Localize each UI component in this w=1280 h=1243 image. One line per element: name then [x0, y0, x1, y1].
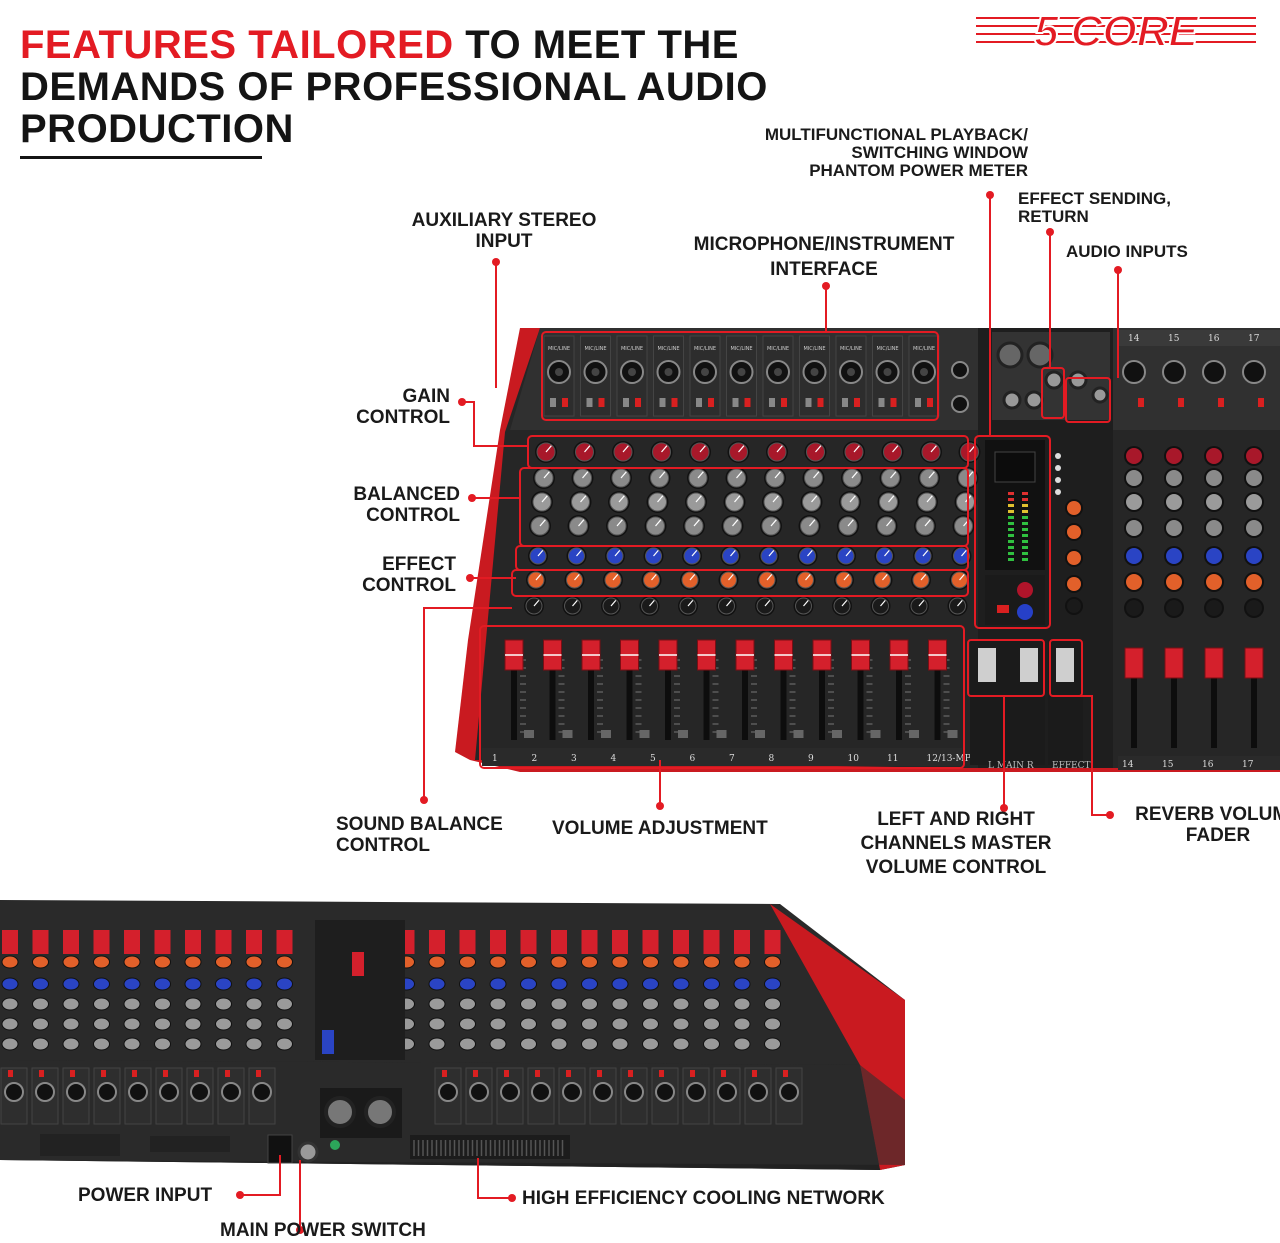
callout-lines — [240, 195, 1119, 1230]
label-effect-send: EFFECT SENDING,RETURN — [1018, 189, 1172, 226]
rear-channel-strips — [1, 920, 781, 1060]
right-channel-numbers: 14 14 15 15 16 16 17 17 — [1118, 334, 1280, 770]
effect-knobs — [1055, 453, 1083, 615]
svg-text:1: 1 — [492, 754, 498, 764]
led-meter — [1008, 492, 1028, 561]
svg-text:12/13-MP3: 12/13-MP3 — [927, 754, 977, 764]
logo-text: 5 CORE — [1034, 8, 1199, 54]
label-playback: MULTIFUNCTIONAL PLAYBACK/SWITCHING WINDO… — [764, 125, 1028, 180]
mixer-top-view: MIC/LINE MIC/LINE MIC/LINE MIC/LINE MIC/LINE… — [455, 328, 1280, 772]
svg-text:17: 17 — [1242, 760, 1254, 770]
label-cooling-network: HIGH EFFICIENCY COOLING NETWORK — [522, 1188, 885, 1209]
svg-text:17: 17 — [1248, 334, 1260, 344]
svg-text:9: 9 — [808, 754, 814, 764]
svg-text:MIC/LINE: MIC/LINE — [621, 346, 643, 352]
svg-text:MIC/LINE: MIC/LINE — [803, 346, 825, 352]
brand-logo: 5 CORE — [976, 8, 1256, 54]
svg-text:8: 8 — [769, 754, 775, 764]
svg-text:MIC/LINE: MIC/LINE — [913, 346, 935, 352]
svg-text:3: 3 — [571, 754, 577, 764]
svg-text:MIC/LINE: MIC/LINE — [548, 346, 570, 352]
title-accent: FEATURES TAILORED — [20, 23, 454, 67]
svg-text:MIC/LINE: MIC/LINE — [694, 346, 716, 352]
label-audio-inputs: AUDIO INPUTS — [1066, 242, 1188, 261]
knob-rows — [524, 441, 981, 616]
right-channel-strips — [1122, 360, 1266, 748]
mixer-rear-view — [0, 900, 905, 1170]
label-volume-adjustment: VOLUME ADJUSTMENT — [552, 818, 768, 839]
svg-text:MIC/LINE: MIC/LINE — [584, 346, 606, 352]
label-main-power-switch: MAIN POWER SWITCH — [220, 1220, 426, 1241]
svg-text:14: 14 — [1128, 334, 1140, 344]
title-underline — [20, 156, 262, 159]
label-power-input: POWER INPUT — [78, 1185, 213, 1206]
svg-text:15: 15 — [1168, 334, 1180, 344]
label-reverb-fader: REVERB VOLUMEFADER — [1135, 804, 1280, 846]
effect-fader-label: EFFECT — [1052, 761, 1091, 771]
svg-text:2: 2 — [532, 754, 538, 764]
rear-input-jacks — [0, 1067, 803, 1125]
title-rest: TO MEET THE DEMANDS OF PROFESSIONAL AUDI… — [20, 23, 768, 151]
input-jacks-row: MIC/LINE MIC/LINE MIC/LINE MIC/LINE MIC/LINE… — [543, 335, 969, 417]
svg-text:MIC/LINE: MIC/LINE — [840, 346, 862, 352]
channel-number-strip: 1 2 3 4 5 6 7 8 9 10 11 12/13-MP3 — [482, 748, 977, 766]
channel-faders — [504, 639, 958, 740]
svg-text:11: 11 — [887, 754, 898, 764]
svg-text:7: 7 — [729, 754, 735, 764]
svg-text:MIC/LINE: MIC/LINE — [767, 346, 789, 352]
svg-text:14: 14 — [1122, 760, 1134, 770]
svg-text:MIC/LINE: MIC/LINE — [657, 346, 679, 352]
cooling-vents — [413, 1140, 564, 1156]
svg-text:10: 10 — [848, 754, 860, 764]
svg-text:15: 15 — [1162, 760, 1174, 770]
svg-text:5: 5 — [650, 754, 656, 764]
page-title: FEATURES TAILORED TO MEET THE DEMANDS OF… — [20, 24, 820, 150]
svg-text:MIC/LINE: MIC/LINE — [876, 346, 898, 352]
main-lr-label: L MAIN R — [988, 761, 1034, 771]
svg-text:6: 6 — [690, 754, 696, 764]
svg-text:16: 16 — [1208, 334, 1220, 344]
callout-dots — [236, 191, 1122, 1234]
svg-text:MIC/LINE: MIC/LINE — [730, 346, 752, 352]
svg-text:16: 16 — [1202, 760, 1214, 770]
svg-text:4: 4 — [611, 754, 617, 764]
